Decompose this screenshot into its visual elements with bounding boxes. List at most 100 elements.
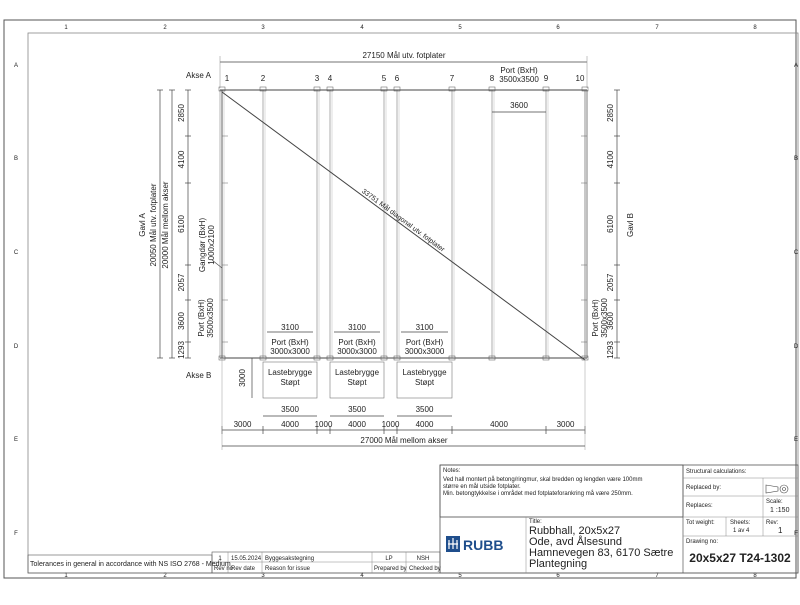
loading-dock xyxy=(329,361,385,399)
rev-prepared-header: Prepared by xyxy=(374,566,407,572)
bottom-chain-text: 4000 xyxy=(416,420,434,429)
rev-no-header: Rev no xyxy=(214,566,234,572)
bottom-port-label: Port (BxH) xyxy=(406,338,444,347)
grid-row-label-right: D xyxy=(794,344,799,350)
loading-dock xyxy=(396,361,453,399)
gable-dim-text: 4100 xyxy=(177,150,186,168)
axis-number-label: 8 xyxy=(490,74,495,83)
gable-dim-text: 1293 xyxy=(606,341,615,359)
foot-plate-bottom xyxy=(313,355,321,361)
axis-number-label: 10 xyxy=(576,74,585,83)
grid-col-label-bottom: 8 xyxy=(753,573,757,579)
grid-row-label-right: F xyxy=(794,531,798,537)
title-line-3: Hamnevegen 83, 6170 Sætre xyxy=(529,547,673,559)
left-gable-outer-dimension: 20050 Mål utv. fotplater xyxy=(149,183,158,266)
title-line-1: Rubbhall, 20x5x27 xyxy=(529,525,620,537)
title-line-2: Ode, avd Ålsesund xyxy=(529,535,622,548)
dock-label: Lastebrygge xyxy=(268,368,313,377)
notes-line-1: Ved hall montert på betong/ringmur, skal… xyxy=(443,476,642,483)
grid-col-label-bottom: 5 xyxy=(458,573,462,579)
gangdor-label: Gangdør (BxH)1000x2100 xyxy=(198,218,216,273)
dock-bottom-width-text: 3500 xyxy=(348,405,366,414)
diagonal-dimension-text: 33751 Mål diagonal utv. fotplater xyxy=(360,187,447,254)
rev-checked-value: NSH xyxy=(417,556,430,562)
gable-dim-text: 3600 xyxy=(177,312,186,330)
foot-plate-top xyxy=(326,86,334,92)
title-line-4: Plantegning xyxy=(529,558,587,570)
tolerance-text: Tolerances in general in accordance with… xyxy=(30,561,231,568)
bottom-chain-text: 1000 xyxy=(315,420,333,429)
axis-number-label: 5 xyxy=(382,74,387,83)
inner-frame xyxy=(27,32,799,574)
foot-plate-bottom xyxy=(259,355,267,361)
gable-dim-text: 2850 xyxy=(606,104,615,122)
grid-col-label-top: 4 xyxy=(360,25,364,31)
rev-date-header: Rev date xyxy=(231,566,256,572)
replaces-label: Replaces: xyxy=(686,503,713,509)
drawing-number: 20x5x27 T24-1302 xyxy=(689,551,791,565)
gable-dim-text: 3600 xyxy=(606,312,615,330)
grid-col-label-top: 6 xyxy=(556,25,560,31)
title-label: Title: xyxy=(529,519,542,525)
gangdor-leader xyxy=(211,259,223,269)
dock-label: Lastebrygge xyxy=(335,368,380,377)
top-overall-dimension: 27150 Mål utv. fotplater xyxy=(362,51,445,60)
axis-number-label: 7 xyxy=(450,74,455,83)
left-port-label: Port (BxH)3500x3500 xyxy=(197,298,215,338)
foot-plate-top xyxy=(218,86,226,92)
notes-line-2: større en mål utside fotplater. xyxy=(443,483,521,490)
axis-number-label: 3 xyxy=(315,74,320,83)
grid-col-label-bottom: 7 xyxy=(655,573,659,579)
diagonal-dimension-line xyxy=(221,91,586,361)
bottom-chain-text: 3000 xyxy=(557,420,575,429)
grid-row-label-right: B xyxy=(794,156,798,162)
gable-dim-text: 6100 xyxy=(606,215,615,233)
axis-number-label: 4 xyxy=(328,74,333,83)
dock-label: Lastebrygge xyxy=(402,368,447,377)
axis-b-label: Akse B xyxy=(186,371,211,380)
foot-plate-bottom xyxy=(380,355,388,361)
foot-plate-top xyxy=(313,86,321,92)
rev-checked-header: Checked by xyxy=(409,566,441,572)
scale-label: Scale: xyxy=(766,499,783,505)
scale-value: 1 :150 xyxy=(770,507,790,514)
title-block xyxy=(439,464,799,574)
bottom-overall-dimension: 27000 Mål mellom akser xyxy=(360,436,447,445)
bottom-chain-text: 4000 xyxy=(490,420,508,429)
axis-number-label: 6 xyxy=(395,74,400,83)
foot-plate-top xyxy=(380,86,388,92)
grid-col-label-top: 8 xyxy=(753,25,757,31)
bottom-port-label: 3000x3000 xyxy=(405,347,445,356)
grid-row-label-left: E xyxy=(14,437,18,443)
grid-col-label-top: 3 xyxy=(261,25,265,31)
dock-label: Støpt xyxy=(280,378,300,387)
foot-plate-top xyxy=(448,86,456,92)
dock-bottom-width-text: 3500 xyxy=(281,405,299,414)
rev-prepared-value: LP xyxy=(385,556,392,562)
dock-label: Støpt xyxy=(347,378,367,387)
rev-label: Rev: xyxy=(766,520,779,526)
foot-plate-bottom xyxy=(542,355,550,361)
foot-plate-top xyxy=(542,86,550,92)
drawing-no-label: Drawing no: xyxy=(686,539,718,545)
foot-plate-bottom xyxy=(326,355,334,361)
grid-col-label-bottom: 6 xyxy=(556,573,560,579)
axis-number-label: 9 xyxy=(544,74,549,83)
loading-dock xyxy=(262,361,318,399)
foot-plate-top xyxy=(488,86,496,92)
bottom-chain-text: 1000 xyxy=(382,420,400,429)
left-gable-title: Gavl A xyxy=(138,213,147,237)
notes-line-3: Min. betongtykkelse i området med fotpla… xyxy=(443,490,633,497)
bottom-chain-text: 4000 xyxy=(348,420,366,429)
sheets-value: 1 av 4 xyxy=(733,528,750,534)
gable-dim-text: 6100 xyxy=(177,215,186,233)
right-gable-title: Gavl B xyxy=(626,213,635,237)
grid-row-label-left: A xyxy=(14,63,18,69)
foot-plate-top xyxy=(393,86,401,92)
axis-number-label: 2 xyxy=(261,74,266,83)
left-gable-inner-dimension: 20000 Mål mellom akser xyxy=(161,181,170,268)
bottom-port-label: 3000x3000 xyxy=(337,347,377,356)
